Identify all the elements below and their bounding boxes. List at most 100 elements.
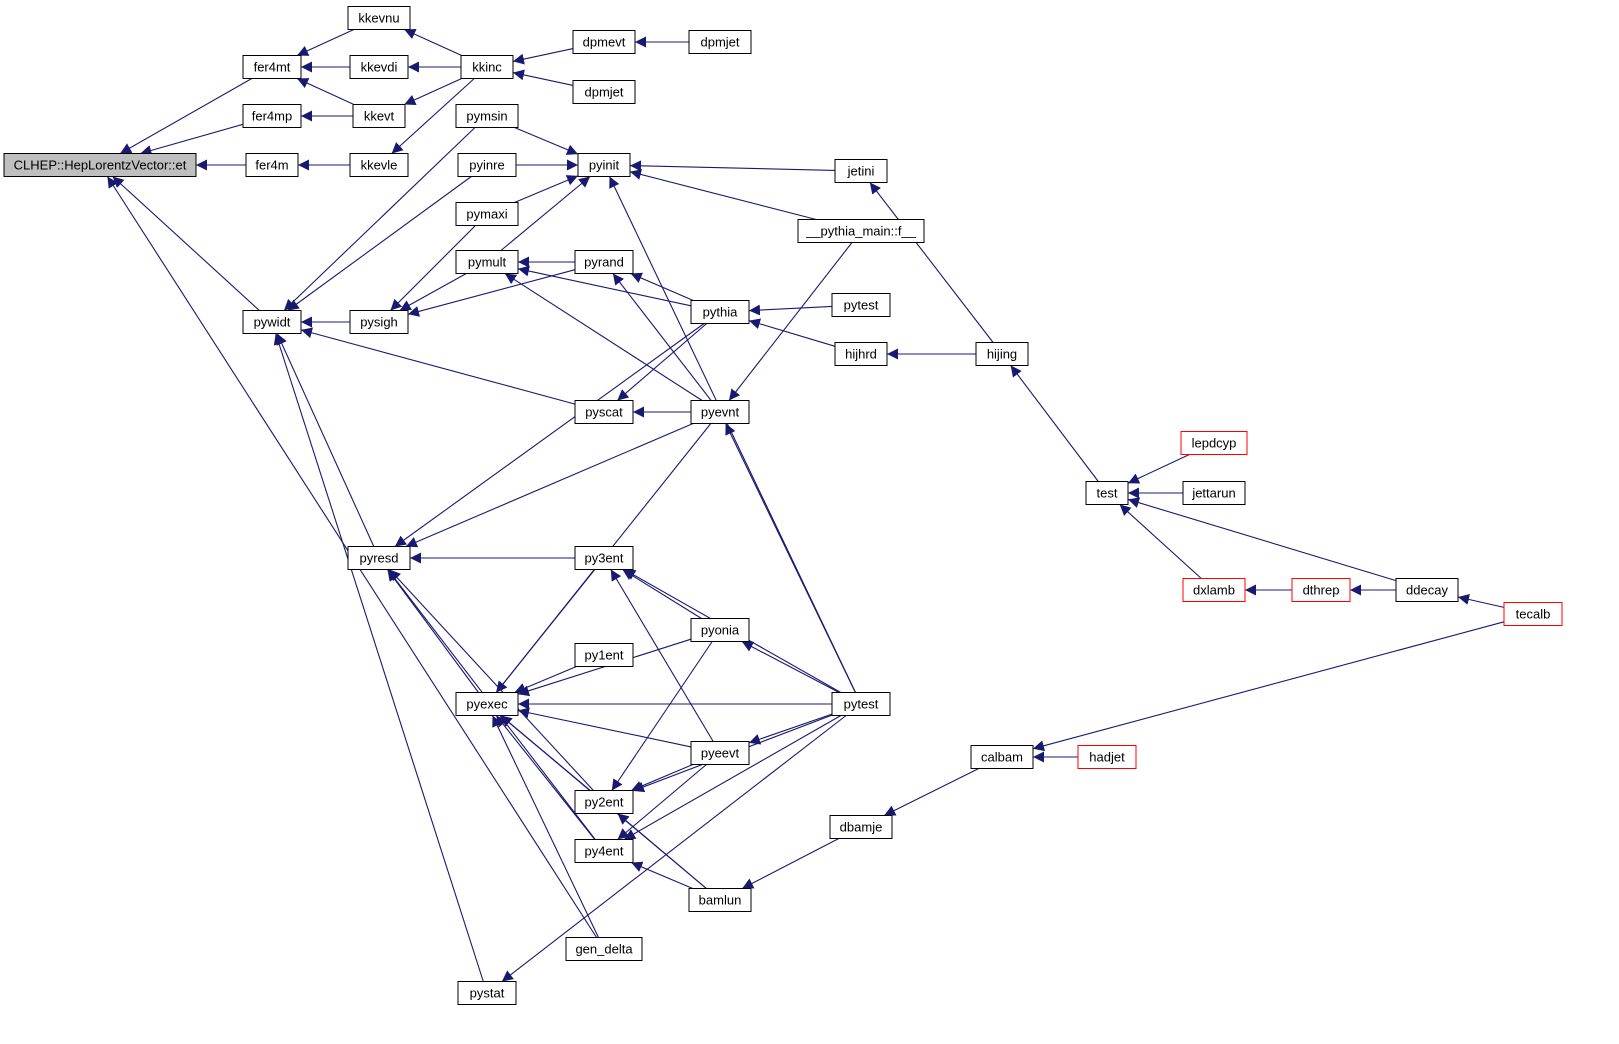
node-label: pythia — [703, 305, 738, 320]
node-pyexec[interactable]: pyexec — [455, 692, 519, 716]
node-bamlun[interactable]: bamlun — [688, 888, 752, 912]
node-dxlamb[interactable]: dxlamb — [1182, 578, 1246, 602]
node-box — [1395, 578, 1459, 602]
node-pyonia[interactable]: pyonia — [690, 618, 750, 642]
node-hijing[interactable]: hijing — [975, 342, 1029, 366]
node-label: py3ent — [584, 551, 623, 566]
node-box — [975, 342, 1029, 366]
edge-hijhrd-to-pythia — [748, 318, 836, 347]
edge-pyexec-to-pyresd — [387, 569, 479, 693]
edge-dxlamb-to-test — [1119, 504, 1202, 579]
edge-py2ent-to-pyresd — [389, 569, 594, 791]
node-dthrep[interactable]: dthrep — [1291, 578, 1351, 602]
node-pyinre[interactable]: pyinre — [457, 153, 517, 177]
node-fer4m[interactable]: fer4m — [245, 153, 299, 177]
node-box — [349, 310, 409, 334]
node-fer4mt[interactable]: fer4mt — [242, 55, 302, 79]
node-py2ent[interactable]: py2ent — [574, 790, 634, 814]
edge-pythia-to-pymult — [517, 265, 692, 307]
node-hijhrd[interactable]: hijhrd — [834, 342, 888, 366]
node-label: pyrand — [584, 255, 624, 270]
edge-pythia-to-pyresd — [394, 323, 705, 547]
node-fer4mp[interactable]: fer4mp — [242, 104, 302, 128]
node-pymult[interactable]: pymult — [455, 250, 519, 274]
node-box — [577, 153, 631, 177]
node-box — [574, 839, 634, 863]
node-pytest2[interactable]: pytest — [831, 692, 891, 716]
node-box — [574, 400, 634, 424]
node-dpmjet2[interactable]: dpmjet — [572, 80, 636, 104]
node-pyresd[interactable]: pyresd — [347, 546, 411, 570]
node-kkinc[interactable]: kkinc — [460, 55, 514, 79]
node-pyscat[interactable]: pyscat — [574, 400, 634, 424]
edge-dpmevt-to-kkinc — [512, 48, 574, 65]
edge-fer4mt-to-root — [119, 78, 253, 154]
node-label: pysigh — [360, 315, 398, 330]
node-pythia_main[interactable]: __pythia_main::f__ — [797, 219, 925, 243]
node-pymsin[interactable]: pymsin — [455, 104, 519, 128]
node-gen_delta[interactable]: gen_delta — [565, 937, 643, 961]
node-box — [574, 250, 634, 274]
node-box — [460, 55, 514, 79]
node-pyinit[interactable]: pyinit — [577, 153, 631, 177]
node-dpmjet1[interactable]: dpmjet — [688, 30, 752, 54]
node-lepdcyp[interactable]: lepdcyp — [1180, 431, 1248, 455]
node-pyeevt[interactable]: pyeevt — [690, 741, 750, 765]
node-label: fer4mp — [252, 109, 292, 124]
edge-pythia_main-to-pyinit — [629, 169, 817, 221]
edge-py1ent-to-pyexec — [514, 665, 577, 694]
node-box — [1085, 481, 1129, 505]
node-box — [349, 153, 409, 177]
node-tecalb[interactable]: tecalb — [1503, 602, 1563, 626]
edge-pyinre-to-pywidt — [287, 176, 472, 311]
node-kkevdi[interactable]: kkevdi — [349, 55, 409, 79]
node-pysigh[interactable]: pysigh — [349, 310, 409, 334]
node-label: dthrep — [1303, 583, 1340, 598]
edge-pytest2-to-pyonia — [741, 641, 840, 693]
node-pythia[interactable]: pythia — [690, 300, 750, 324]
edge-lepdcyp-to-test — [1127, 454, 1190, 484]
node-pyrand[interactable]: pyrand — [574, 250, 634, 274]
node-calbam[interactable]: calbam — [970, 745, 1034, 769]
node-dbamje[interactable]: dbamje — [829, 815, 893, 839]
edge-ddecay-to-test — [1127, 497, 1397, 582]
node-box — [245, 153, 299, 177]
edge-pymult-to-pyinit — [500, 176, 591, 251]
node-test[interactable]: test — [1085, 481, 1129, 505]
node-py1ent[interactable]: py1ent — [574, 643, 634, 667]
node-pystat[interactable]: pystat — [457, 981, 517, 1005]
node-label: pyeevt — [701, 746, 740, 761]
node-dpmevt[interactable]: dpmevt — [572, 30, 636, 54]
node-pywidt[interactable]: pywidt — [242, 310, 302, 334]
edge-pymaxi-to-pysigh — [390, 225, 476, 311]
edge-bamlun-to-py4ent — [630, 861, 694, 890]
node-pymaxi[interactable]: pymaxi — [455, 202, 519, 226]
edge-test-to-hijing — [1010, 365, 1099, 482]
node-kkevt[interactable]: kkevt — [352, 104, 406, 128]
node-jettarun[interactable]: jettarun — [1182, 481, 1246, 505]
node-box — [690, 741, 750, 765]
node-pytest1[interactable]: pytest — [831, 293, 891, 317]
node-py4ent[interactable]: py4ent — [574, 839, 634, 863]
node-box — [690, 400, 750, 424]
node-jetini[interactable]: jetini — [834, 159, 888, 183]
edge-dbamje-to-bamlun — [741, 838, 840, 889]
node-kkevnu[interactable]: kkevnu — [347, 6, 411, 30]
node-hadjet[interactable]: hadjet — [1077, 745, 1137, 769]
node-ddecay[interactable]: ddecay — [1395, 578, 1459, 602]
node-pyevnt[interactable]: pyevnt — [690, 400, 750, 424]
node-box — [574, 546, 634, 570]
node-kkevle[interactable]: kkevle — [349, 153, 409, 177]
nodes: CLHEP::HepLorentzVector::et fer4mtfer4mpf… — [3, 6, 1563, 1005]
edge-hijing-to-jetini — [869, 182, 994, 343]
node-label: dpmevt — [583, 35, 626, 50]
node-py3ent[interactable]: py3ent — [574, 546, 634, 570]
node-root[interactable]: CLHEP::HepLorentzVector::et — [3, 153, 197, 177]
node-box — [1182, 578, 1246, 602]
edge-pyrand-to-pysigh — [407, 269, 576, 317]
node-label: py1ent — [584, 648, 623, 663]
node-label: ddecay — [1406, 583, 1448, 598]
edge-py4ent-to-pyexec — [495, 715, 596, 840]
node-label: pyevnt — [701, 405, 740, 420]
